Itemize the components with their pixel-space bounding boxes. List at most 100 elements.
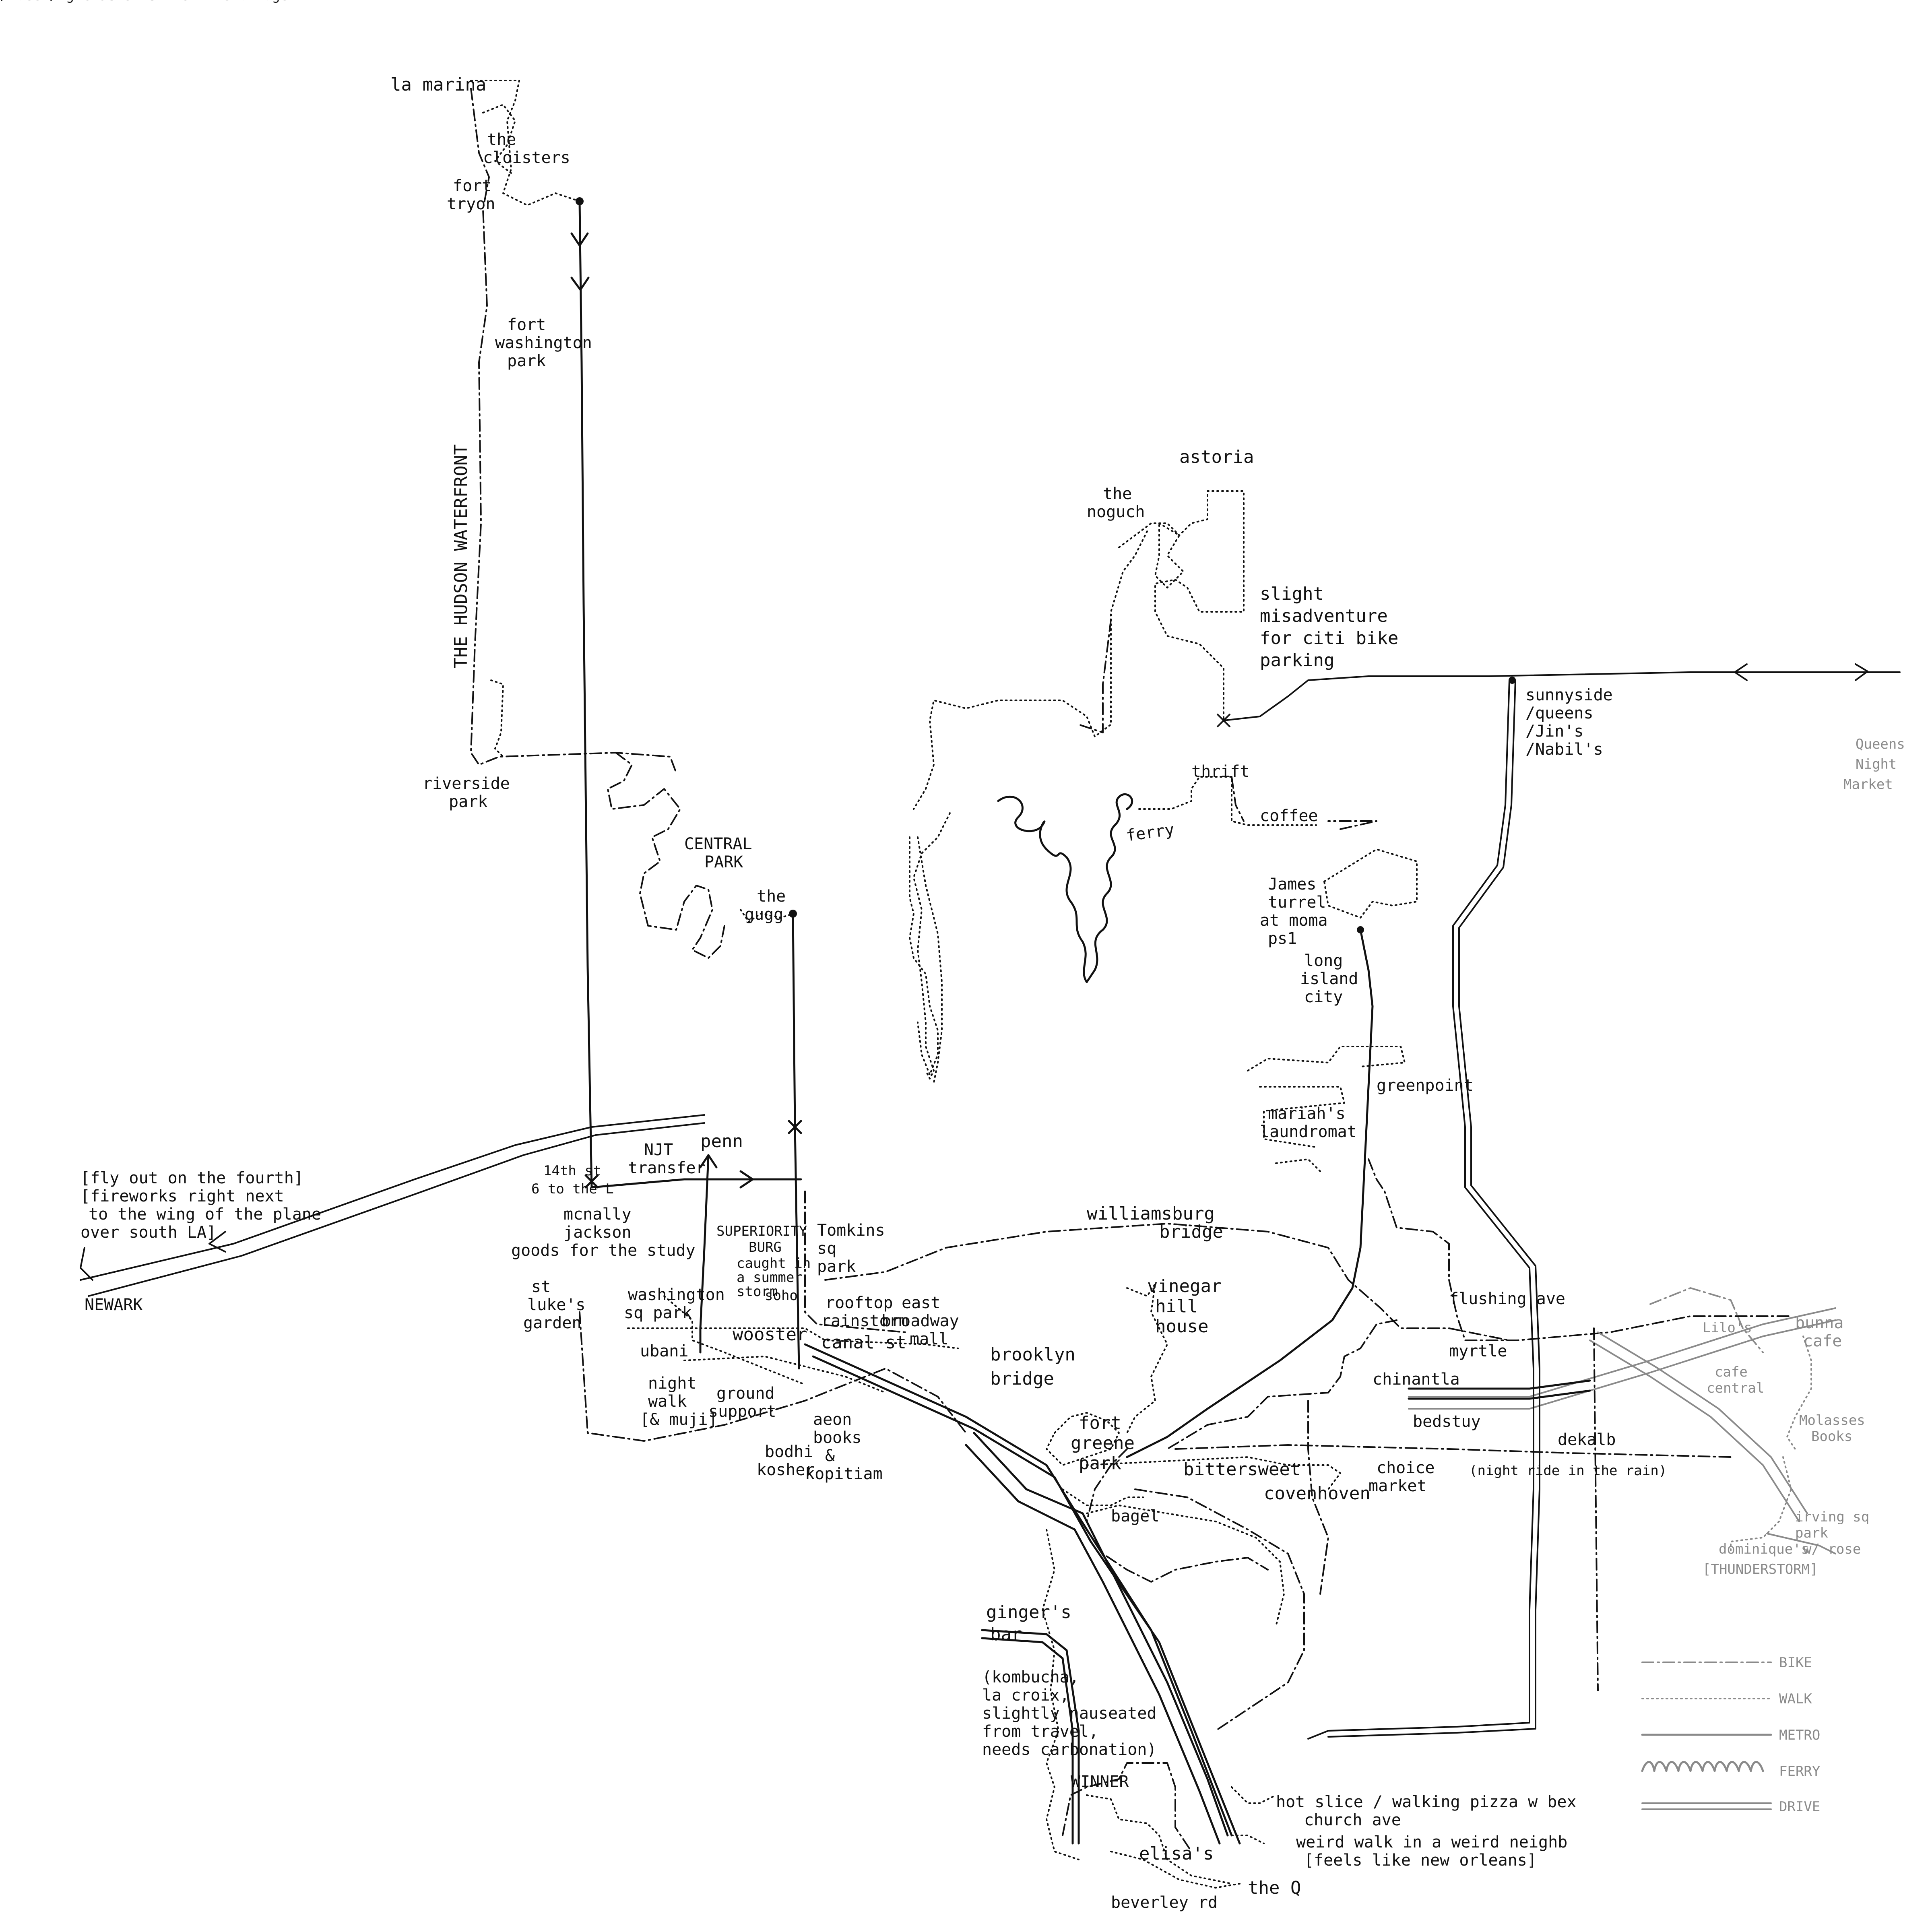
label-hudson-waterfront: THE HUDSON WATERFRONT	[451, 444, 471, 668]
sunnyside-drive	[1327, 679, 1540, 1738]
greenpoint-bike	[1368, 1158, 1450, 1281]
brooklyn-metro	[973, 1432, 1229, 1837]
label-hot-slice: hot slice / walking pizza w bex church a…	[1276, 1793, 1586, 1829]
label-mcnally-jackson: mcnally jackson goods for the study	[511, 1205, 696, 1260]
label-chinantla: chinantla	[1373, 1370, 1460, 1389]
soho-walk	[663, 1295, 806, 1385]
gingers-metro	[981, 1637, 1074, 1845]
chinantla-bike	[1307, 1400, 1329, 1595]
queens-drive-x	[1217, 714, 1230, 727]
label-james-turrell: James turrel at moma ps1	[1260, 875, 1338, 948]
label-slight-misadventure: slight misadventure for citi bike parkin…	[1260, 584, 1409, 671]
hot-slice-walk	[1231, 1786, 1277, 1804]
label-la-marina: la marina	[390, 74, 486, 95]
noguchi-grounds	[1154, 522, 1184, 588]
winner-walk	[1042, 1529, 1080, 1860]
myrtle-bike	[1166, 1319, 1397, 1450]
label-irving-sq-park: irving sq park w/ rose	[1795, 1509, 1878, 1557]
legend: BIKE WALK METRO FERRY DRIVE	[1641, 1655, 1820, 1815]
label-night-walk: night walk [& muji]	[640, 1374, 718, 1429]
brooklyn-metro	[965, 1444, 1221, 1845]
label-ride-michael: ride w/ Michael / viewing fireworks from…	[0, 0, 288, 4]
flushing-bike	[1448, 1279, 1792, 1341]
label-riverside-park: riverside park	[423, 774, 520, 811]
vinegar-hill-walk	[1126, 1283, 1168, 1434]
lower-manhattan-bike	[579, 1311, 967, 1442]
bedstuy-metro	[1408, 1389, 1591, 1400]
manhattan-walk-park	[917, 836, 943, 1084]
bagel-walk	[1062, 1488, 1144, 1506]
label-st-lukes-garden: st luke's garden	[523, 1278, 595, 1332]
label-astoria: astoria	[1179, 447, 1254, 467]
label-caught-in-storm: caught in a summer storm	[737, 1255, 819, 1300]
drive-arrow	[208, 1231, 226, 1253]
cloisters-walk	[470, 80, 580, 206]
prospect-bike	[1134, 1488, 1305, 1732]
lilos-bike	[1649, 1287, 1764, 1353]
fort-greene-bike	[1086, 1448, 1269, 1583]
label-dekalb: dekalb	[1558, 1430, 1616, 1449]
label-thrift: thrift	[1191, 762, 1250, 781]
drive-arrow	[1855, 663, 1868, 681]
east-river-walk-2	[909, 836, 939, 1075]
station-dot	[576, 197, 584, 205]
station-dot	[789, 910, 797, 918]
label-coffee: coffee	[1260, 807, 1318, 825]
east-river-walk	[913, 812, 951, 1080]
dekalb-bike	[1174, 1444, 1732, 1458]
metro-arrow	[739, 1170, 754, 1189]
manhattan-bridge-metro	[812, 1355, 1241, 1845]
label-sunnyside: sunnyside /queens /Jin's /Nabil's	[1525, 686, 1622, 759]
label-aeon-books: aeon books & kopitiam	[805, 1410, 883, 1483]
manhattan-bridge-metro	[804, 1343, 1233, 1837]
label-choice-market: choice market	[1368, 1459, 1445, 1495]
label-flushing-ave: flushing ave	[1449, 1290, 1565, 1308]
weird-walk	[1231, 1835, 1265, 1844]
label-bunna-cafe: bunna cafe	[1795, 1314, 1854, 1350]
label-ubani: ubani	[640, 1342, 688, 1360]
legend-bike-label: BIKE	[1779, 1655, 1812, 1671]
les-walk-2	[683, 1356, 886, 1393]
legend-metro-label: METRO	[1779, 1727, 1820, 1743]
label-penn: penn	[700, 1131, 743, 1152]
label-bedstuy: bedstuy	[1413, 1412, 1481, 1431]
penn-metro	[699, 1154, 710, 1354]
east-village-bike	[804, 1191, 906, 1333]
label-greenpoint: greenpoint	[1377, 1076, 1474, 1095]
labels: la marina the cloisters fort tryon fort …	[0, 0, 1905, 1912]
metro-arrow	[570, 232, 589, 247]
metro-a-line	[578, 200, 593, 1189]
label-vinegar-hill-house: vinegar hill house	[1147, 1276, 1232, 1337]
newark-drive	[80, 1114, 705, 1281]
label-brooklyn-bridge: brooklyn bridge	[990, 1344, 1086, 1389]
greenpoint-walk	[1247, 1046, 1406, 1172]
label-canal-st: canal st	[821, 1332, 906, 1353]
label-the-cloisters: the cloisters	[483, 130, 570, 167]
legend-ferry-line	[1641, 1761, 1764, 1772]
bedstuy-drive	[1408, 1307, 1836, 1397]
lic-walk	[1327, 820, 1377, 830]
gugg-walk	[740, 909, 794, 923]
label-fort-washington-park: fort washington park	[495, 316, 602, 370]
label-bodhi-kosher: bodhi kosher	[757, 1443, 823, 1479]
label-mariahs-laundromat: mariah's laundromat	[1260, 1104, 1357, 1141]
thunderstorm-drive	[1766, 1533, 1836, 1554]
sunnyside-drive	[1307, 679, 1534, 1740]
label-fly-out-note: [fly out on the fourth] [fireworks right…	[80, 1169, 331, 1242]
astoria-walk	[1118, 490, 1245, 721]
legend-walk-label: WALK	[1779, 1691, 1812, 1707]
dominiques-drive	[1589, 1340, 1800, 1522]
penn-metro-arrow	[699, 1154, 718, 1168]
bedstuy-drive	[1408, 1319, 1836, 1410]
metro-arrow	[570, 277, 590, 291]
turrell-walk	[1323, 848, 1418, 919]
gingers-metro	[981, 1629, 1080, 1845]
greenpoint-metro	[1126, 929, 1374, 1458]
newark-loop	[80, 1247, 93, 1281]
legend-drive-line	[1641, 1802, 1772, 1810]
label-soho: soho	[765, 1288, 798, 1304]
fort-greene-walk	[1046, 1412, 1120, 1466]
noguchi-walk	[913, 530, 1148, 810]
label-ferry: ferry	[1125, 820, 1176, 845]
label-bagel: bagel	[1111, 1507, 1159, 1525]
